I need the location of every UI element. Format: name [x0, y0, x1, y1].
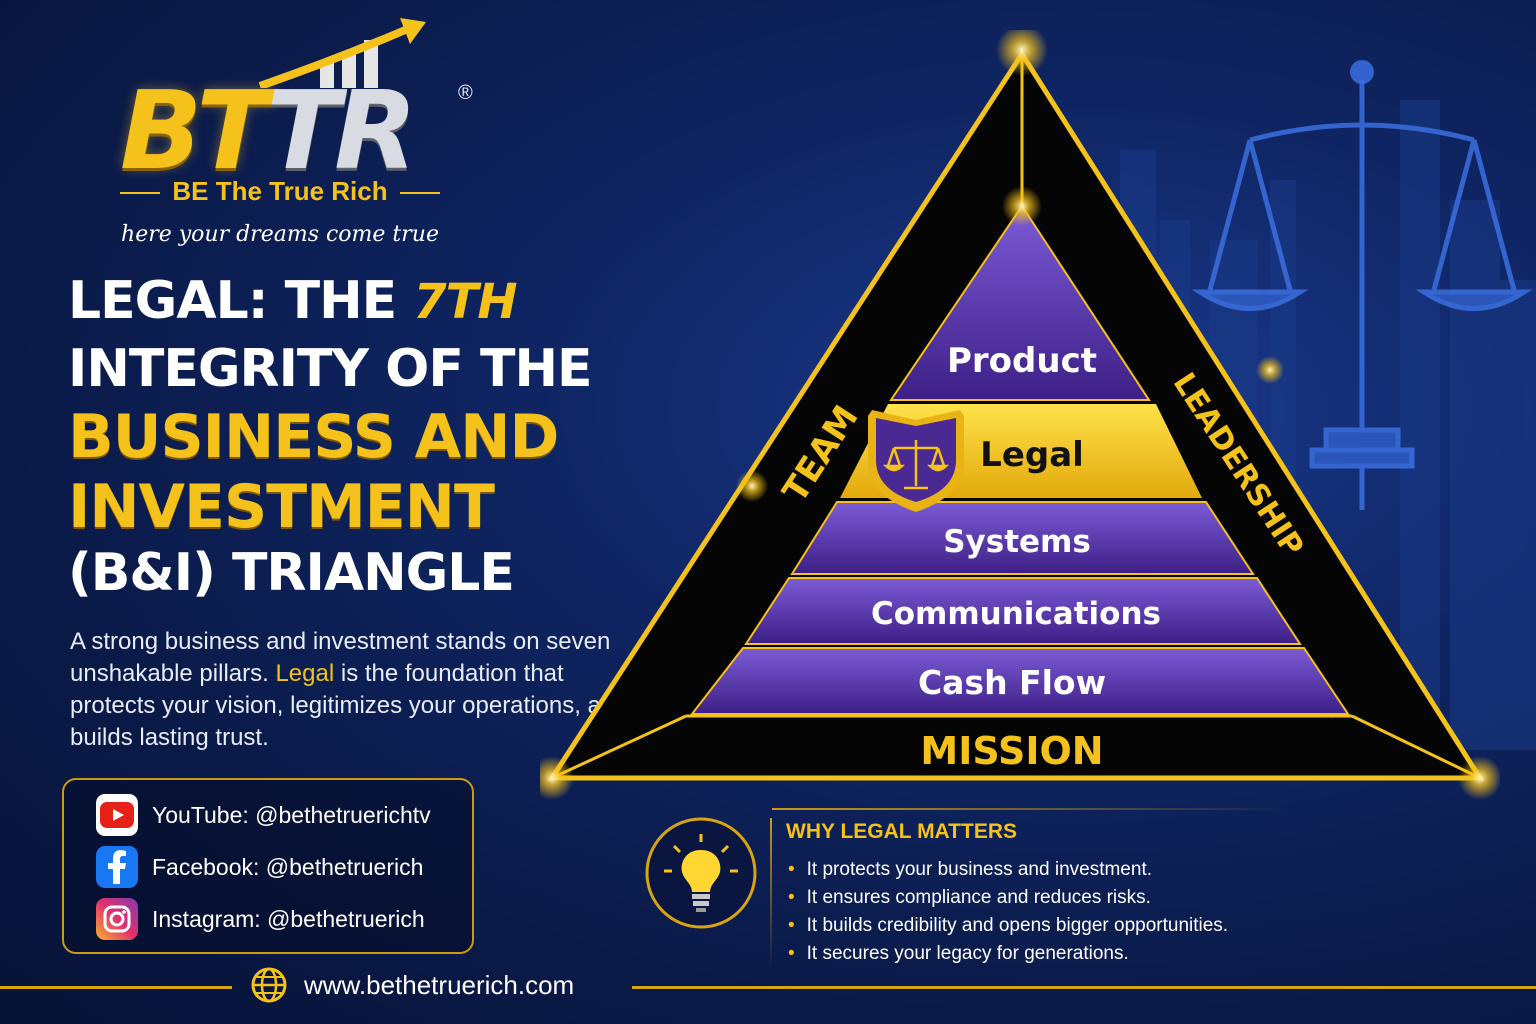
bi-triangle-diagram: Product Legal Systems Communications Cas… — [540, 30, 1500, 800]
scales-icon — [868, 410, 964, 512]
sparkle-apex — [996, 30, 1048, 76]
layer-label-systems: Systems — [943, 524, 1091, 560]
list-item: It protects your business and investment… — [788, 856, 1228, 884]
layer-label-communications: Communications — [871, 596, 1161, 632]
title-line-4: INVESTMENT — [68, 472, 495, 542]
growth-arrow-icon — [258, 18, 426, 88]
logo-tagline: BE The True Rich — [172, 176, 388, 206]
base-label-mission: MISSION — [920, 729, 1103, 773]
facebook-icon — [96, 846, 138, 888]
youtube-link[interactable]: YouTube: @bethetruerichtv — [96, 794, 431, 836]
logo-monogram: BTTR — [120, 69, 417, 194]
scales-of-justice-decoration — [1191, 80, 1533, 510]
sparkle-left — [540, 756, 574, 800]
instagram-link[interactable]: Instagram: @bethetruerich — [96, 898, 425, 940]
tagline-rule-left — [120, 192, 160, 194]
globe-icon — [251, 967, 287, 1003]
social-links-box: YouTube: @bethetruerichtv Facebook: @bet… — [62, 778, 474, 954]
title-ordinal: 7TH — [413, 274, 517, 330]
layer-product — [889, 204, 1151, 401]
logo-slogan: here your dreams come true — [121, 222, 439, 247]
page-title: LEGAL: THE 7TH INTEGRITY OF THE BUSINESS… — [68, 275, 628, 599]
layer-communications — [744, 577, 1302, 645]
sparkle-right-mid — [1256, 356, 1284, 384]
sparkle-right — [1458, 756, 1500, 800]
list-item: It secures your legacy for generations. — [788, 940, 1228, 968]
list-item: It builds credibility and opens bigger o… — [788, 912, 1228, 940]
intro-paragraph: A strong business and investment stands … — [70, 628, 628, 751]
facebook-link[interactable]: Facebook: @bethetruerich — [96, 846, 423, 888]
layer-label-cash-flow: Cash Flow — [918, 663, 1106, 702]
list-item: It ensures compliance and reduces risks. — [788, 884, 1228, 912]
tagline-rule-right — [400, 192, 440, 194]
registered-mark: ® — [458, 82, 473, 104]
layer-label-product: Product — [947, 341, 1097, 381]
layer-cash-flow — [689, 647, 1350, 715]
brand-logo: BTTR ® BE The True Rich here your dreams… — [110, 18, 490, 258]
website-link[interactable]: www.bethetruerich.com — [250, 966, 574, 1004]
title-line-2: INTEGRITY OF THE — [68, 339, 593, 399]
layer-systems — [790, 501, 1255, 575]
facebook-handle: Facebook: @bethetruerich — [152, 853, 424, 880]
footer-rule-left — [0, 986, 232, 989]
intro-highlight: Legal — [275, 660, 335, 687]
why-top-rule — [772, 808, 1292, 810]
title-line-1: LEGAL: THE 7TH — [68, 271, 518, 331]
youtube-handle: YouTube: @bethetruerichtv — [152, 801, 431, 828]
footer-rule-right — [632, 986, 1536, 989]
sparkle-inner-apex — [1002, 186, 1042, 226]
title-line-3: BUSINESS AND — [68, 402, 559, 472]
why-divider — [770, 818, 772, 968]
layer-label-legal: Legal — [980, 435, 1084, 475]
instagram-handle: Instagram: @bethetruerich — [152, 905, 425, 932]
sparkle-left-mid — [736, 470, 768, 502]
title-line-5: (B&I) TRIANGLE — [68, 543, 515, 603]
instagram-icon — [96, 898, 138, 940]
why-legal-title: WHY LEGAL MATTERS — [786, 820, 1017, 843]
why-legal-list: It protects your business and investment… — [788, 856, 1228, 968]
website-url: www.bethetruerich.com — [304, 969, 575, 1000]
youtube-icon — [96, 794, 138, 836]
lightbulb-icon — [645, 817, 757, 929]
